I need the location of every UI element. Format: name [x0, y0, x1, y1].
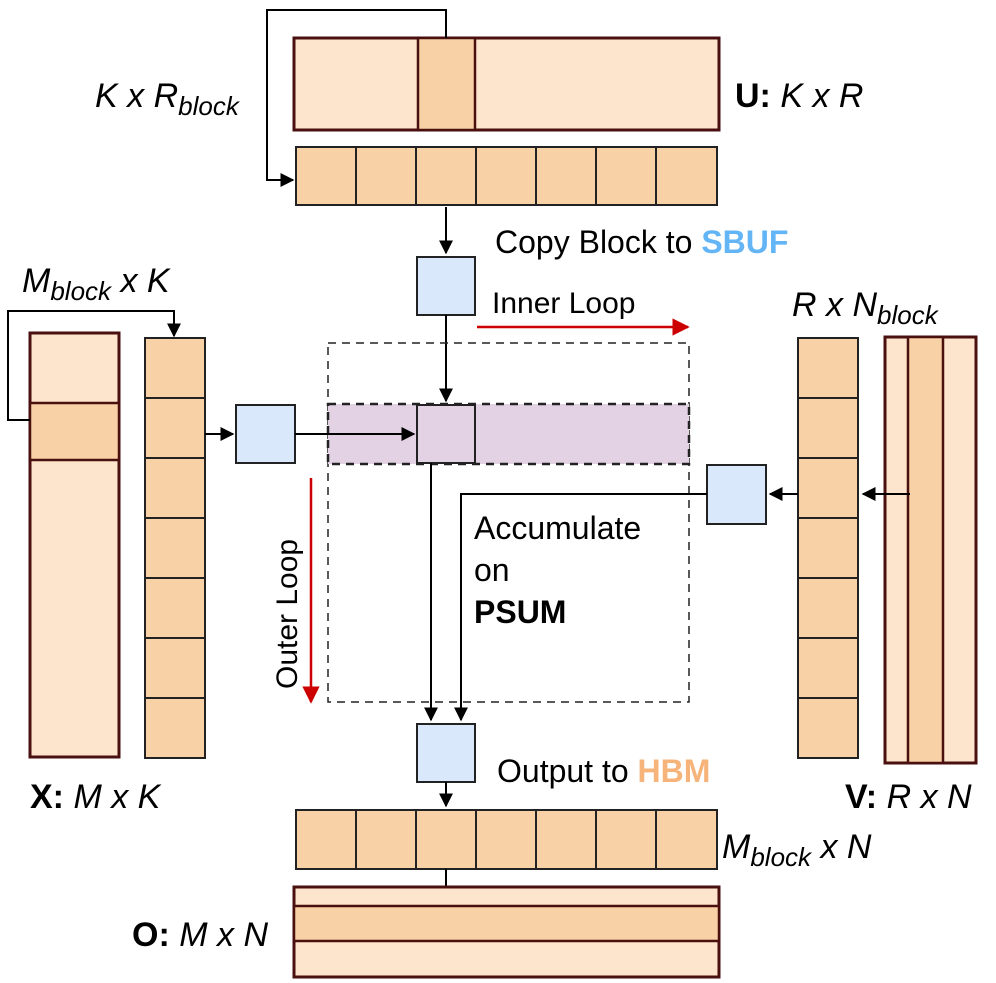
x-block-cell	[144, 577, 206, 639]
accumulate-line1: Accumulate	[474, 510, 641, 546]
v-block-cell	[797, 337, 859, 399]
accumulate-line2: on	[474, 552, 510, 588]
o-block-cell	[655, 809, 718, 870]
output-label: Output to HBM	[497, 753, 710, 789]
v-block-cell	[797, 397, 859, 459]
psum-tile	[416, 404, 476, 464]
x-matrix	[28, 331, 121, 759]
o-block-cell	[295, 809, 357, 870]
output-sbuf-tile	[416, 723, 476, 783]
x-block-cell	[144, 337, 206, 399]
x-block-cell	[144, 397, 206, 459]
v-block-cell	[797, 577, 859, 639]
inner-loop-label: Inner Loop	[492, 287, 635, 320]
o-block-cell	[415, 809, 477, 870]
x-sbuf-tile	[235, 404, 296, 464]
v-sbuf-to-output-arrow	[454, 493, 707, 722]
v-sbuf-tile	[706, 464, 767, 525]
x-block-cell	[144, 457, 206, 519]
u-block-cell	[295, 146, 357, 206]
v-matrix-label: V: R x N	[845, 778, 972, 816]
u-block-cell	[655, 146, 718, 206]
o-block-cell	[355, 809, 417, 870]
psum-label: PSUM	[474, 594, 566, 630]
v-selected-column-block	[906, 335, 945, 765]
o-block-cell	[535, 809, 597, 870]
x-block-cell	[144, 697, 206, 759]
o-block-dims-label: Mblock x N	[722, 828, 872, 872]
o-block-cell	[475, 809, 537, 870]
v-block-cell	[797, 637, 859, 699]
u-block-cell	[475, 146, 537, 206]
o-matrix-label: O: M x N	[132, 916, 268, 954]
o-selected-row-block	[292, 904, 721, 943]
v-block-column	[797, 337, 859, 759]
v-block-cell	[797, 457, 859, 519]
u-block-cell	[415, 146, 477, 206]
u-block-cell	[595, 146, 657, 206]
compute-region	[327, 342, 690, 703]
u-block-row	[295, 146, 718, 206]
v-block-cell	[797, 697, 859, 759]
u-matrix	[292, 36, 721, 132]
copy-block-label: Copy Block to SBUF	[495, 224, 788, 260]
x-transpose-arrow	[7, 310, 181, 421]
outer-loop-label: Outer Loop	[271, 539, 304, 689]
u-block-cell	[355, 146, 417, 206]
u-transpose-arrow	[266, 9, 447, 187]
o-block-row	[295, 809, 718, 870]
u-block-cell	[535, 146, 597, 206]
o-block-cell	[595, 809, 657, 870]
x-block-column	[144, 337, 206, 759]
x-matrix-label: X: M x K	[30, 778, 162, 816]
u-matrix-label: U: K x R	[735, 77, 863, 115]
u-block-dims-label: K x Rblock	[95, 77, 241, 121]
u-sbuf-tile	[416, 256, 476, 316]
x-selected-row-block	[28, 401, 121, 462]
v-block-cell	[797, 517, 859, 579]
x-block-dims-label: Mblock x K	[22, 262, 171, 306]
u-selected-column-block	[416, 36, 477, 132]
v-block-dims-label: R x Nblock	[792, 286, 940, 330]
x-block-cell	[144, 637, 206, 699]
x-block-cell	[144, 517, 206, 579]
